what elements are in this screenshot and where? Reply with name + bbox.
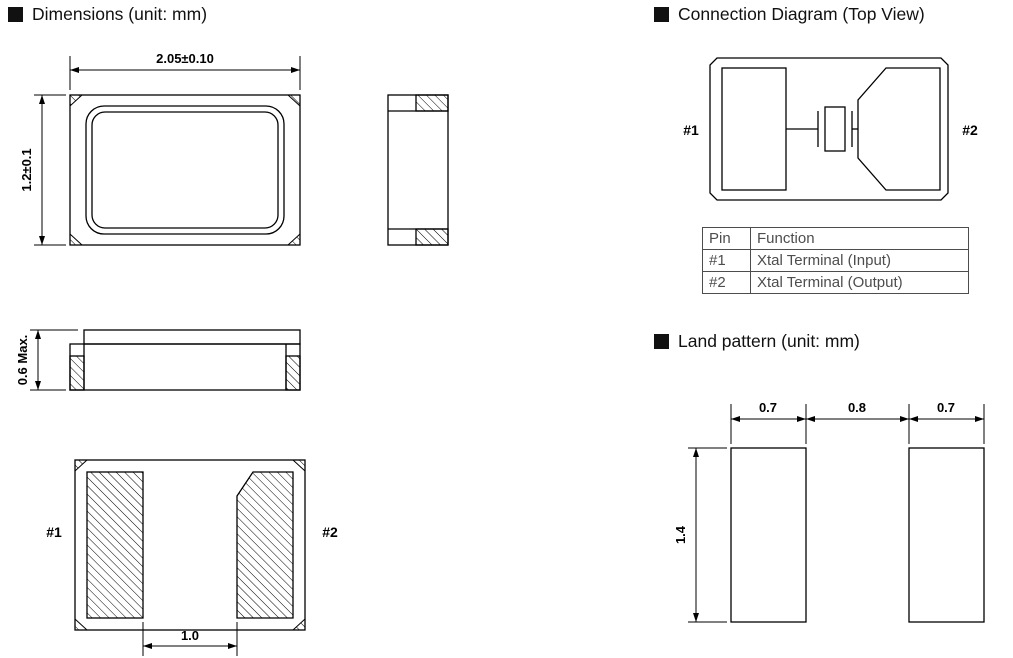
land-pad2-width-dimension: 0.7	[937, 400, 955, 415]
land-pad-height-dimension: 1.4	[673, 525, 688, 544]
top-view-dimensions	[34, 56, 301, 246]
pin-table-row-1: #1 Xtal Terminal (Input)	[702, 249, 969, 272]
pin1-cell: #1	[702, 249, 751, 272]
base-outline	[69, 343, 301, 391]
connection-pad-2	[857, 67, 941, 191]
land-pattern-section-header: Land pattern (unit: mm)	[654, 331, 860, 352]
corner-castellation	[74, 459, 89, 473]
connection-pin1-label: #1	[683, 122, 699, 138]
package-body-outline	[69, 94, 301, 246]
dimensions-section-header: Dimensions (unit: mm)	[8, 4, 207, 25]
pin1-function-cell: Xtal Terminal (Input)	[750, 249, 969, 272]
front-terminal-left	[69, 355, 85, 391]
connection-pin2-label: #2	[962, 122, 978, 138]
pin-table-header-pin: Pin	[702, 227, 751, 250]
pin2-cell: #2	[702, 271, 751, 294]
pin-table-row-2: #2 Xtal Terminal (Output)	[702, 271, 969, 294]
side-body-outline	[387, 94, 449, 246]
connection-section-header: Connection Diagram (Top View)	[654, 4, 925, 25]
pin-table-header-row: Pin Function	[702, 227, 969, 250]
section-square-icon	[654, 334, 669, 349]
section-square-icon	[654, 7, 669, 22]
cavity-rim-outer	[85, 105, 285, 235]
connection-pad-1	[721, 67, 787, 191]
bottom-body-outline	[74, 459, 306, 631]
land-pad1-width-dimension: 0.7	[759, 400, 777, 415]
cavity-rim-inner	[91, 111, 279, 229]
body-width-dimension: 2.05±0.10	[156, 51, 214, 66]
corner-castellation	[291, 459, 306, 473]
pad-2	[236, 471, 294, 619]
corner-castellation	[286, 94, 301, 108]
body-height-dimension: 1.2±0.1	[19, 148, 34, 191]
side-terminal-top	[415, 94, 449, 112]
bottom-view-dimensions	[142, 622, 238, 656]
front-view-dimensions	[30, 329, 78, 391]
corner-castellation	[74, 617, 89, 631]
top-view-drawing	[69, 94, 301, 246]
corner-castellation	[291, 617, 306, 631]
land-pattern-section-title: Land pattern (unit: mm)	[678, 331, 860, 351]
thickness-dimension: 0.6 Max.	[15, 335, 30, 386]
corner-castellation	[69, 232, 84, 246]
crystal-symbol	[786, 106, 858, 152]
bottom-view-pin2-label: #2	[322, 524, 338, 540]
dimensions-section-title: Dimensions (unit: mm)	[32, 4, 208, 24]
connection-section-title: Connection Diagram (Top View)	[678, 4, 925, 24]
corner-castellation	[286, 232, 301, 246]
side-view-drawing	[387, 94, 449, 246]
lid-outline	[83, 329, 301, 345]
pad-1	[86, 471, 144, 619]
front-view-drawing	[69, 329, 301, 391]
land-pad-2	[908, 447, 985, 623]
bottom-view-pin1-label: #1	[46, 524, 62, 540]
land-pattern-dimensions	[688, 404, 985, 623]
front-terminal-right	[285, 355, 301, 391]
pin2-function-cell: Xtal Terminal (Output)	[750, 271, 969, 294]
connection-body-outline	[709, 57, 949, 201]
bottom-view-drawing	[74, 459, 306, 631]
land-pad-1	[730, 447, 807, 623]
land-pattern-drawing	[730, 447, 985, 623]
side-terminal-bottom	[415, 228, 449, 246]
pin-table-header-function: Function	[750, 227, 969, 250]
pad-gap-dimension: 1.0	[181, 628, 199, 643]
section-square-icon	[8, 7, 23, 22]
pin-function-table: Pin Function #1 Xtal Terminal (Input) #2…	[702, 227, 969, 294]
connection-diagram-drawing	[709, 57, 949, 201]
land-gap-dimension: 0.8	[848, 400, 866, 415]
corner-castellation	[69, 94, 84, 108]
